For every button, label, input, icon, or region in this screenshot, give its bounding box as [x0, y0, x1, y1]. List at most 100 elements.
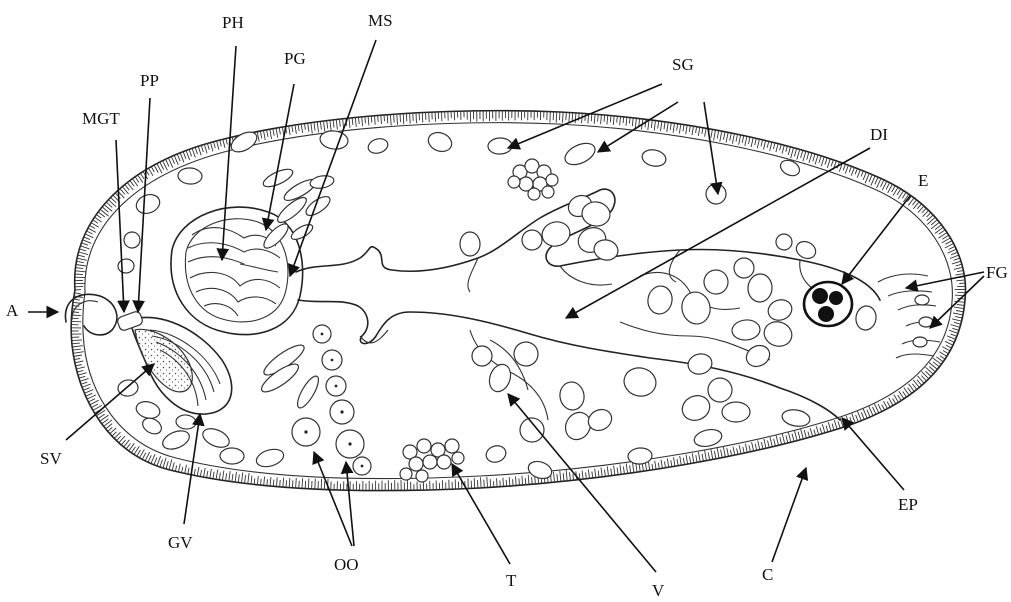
- vitelline-cell: [122, 230, 142, 250]
- cilium: [788, 432, 791, 442]
- cilium: [696, 455, 697, 462]
- cilium: [951, 334, 957, 337]
- vitelline-cell: [519, 227, 545, 253]
- cilium: [108, 427, 113, 431]
- cilium: [130, 181, 134, 187]
- cilium: [365, 117, 366, 124]
- cilium: [371, 116, 372, 123]
- cilium: [84, 390, 93, 394]
- cilium: [257, 132, 259, 142]
- cilium: [717, 131, 719, 139]
- cilium: [949, 330, 958, 333]
- vitelline-cell: [854, 305, 878, 332]
- cilium: [831, 160, 833, 167]
- cilium: [90, 225, 96, 228]
- cilium: [257, 476, 258, 485]
- cilium: [267, 130, 268, 137]
- cilium: [324, 121, 325, 132]
- cilium: [554, 472, 555, 482]
- cilium: [702, 454, 703, 461]
- cilium: [349, 118, 350, 128]
- cilium: [607, 467, 608, 477]
- cilium: [822, 424, 825, 433]
- label-e: E: [918, 171, 928, 190]
- cilium: [761, 140, 763, 147]
- cilium: [604, 115, 605, 122]
- cilium: [295, 125, 296, 134]
- label-ph: PH: [222, 13, 244, 32]
- cilium: [74, 355, 82, 357]
- cilium: [177, 154, 180, 161]
- vitelline-cell: [731, 319, 761, 341]
- cilium: [217, 141, 219, 150]
- cilium: [780, 144, 782, 150]
- cilium: [251, 476, 252, 484]
- cilium: [188, 468, 189, 474]
- cilium: [270, 129, 272, 139]
- cilium: [226, 139, 228, 145]
- cilium: [665, 462, 666, 468]
- cilium: [238, 475, 239, 483]
- cilium: [850, 417, 853, 424]
- label-pp: PP: [140, 71, 159, 90]
- cilium: [730, 133, 732, 141]
- cilium: [80, 246, 89, 249]
- vitelline-cell: [775, 233, 794, 252]
- cilium: [569, 113, 570, 123]
- cilium: [661, 460, 662, 469]
- cilium: [786, 435, 788, 443]
- pharyngeal-glands: [260, 166, 334, 252]
- cilium: [897, 189, 901, 195]
- cilium: [720, 131, 722, 142]
- vitelline-cell: [693, 427, 724, 449]
- vitelline-cell: [510, 338, 542, 370]
- cilium: [887, 402, 890, 407]
- cilium: [286, 480, 287, 487]
- cilium: [737, 448, 738, 454]
- cilium: [516, 476, 517, 485]
- cilium: [292, 481, 293, 488]
- cilium: [183, 152, 186, 159]
- cilium: [78, 255, 85, 257]
- cilium: [301, 124, 302, 133]
- vitelline-cell: [679, 289, 713, 326]
- arrow-gv: [184, 414, 200, 524]
- cilium: [827, 159, 830, 168]
- cilium: [226, 473, 227, 481]
- cilium: [588, 469, 589, 478]
- cilium: [680, 456, 682, 465]
- cilium: [956, 264, 962, 266]
- cilium: [598, 115, 599, 122]
- cilium: [692, 453, 694, 463]
- cilium: [91, 404, 98, 408]
- cilium: [749, 445, 750, 451]
- cilium: [83, 240, 92, 244]
- cilium: [926, 367, 934, 374]
- cilium: [96, 215, 101, 218]
- cilium: [673, 123, 674, 133]
- cilium: [755, 444, 757, 451]
- cilium: [197, 467, 199, 476]
- cilium: [828, 422, 831, 431]
- cilium: [104, 420, 113, 427]
- cilium: [245, 475, 246, 483]
- cilium: [261, 479, 262, 485]
- cilium: [788, 147, 790, 155]
- cilium: [154, 165, 158, 173]
- cilium: [317, 122, 318, 133]
- cilium: [952, 261, 961, 264]
- cilium: [629, 118, 630, 124]
- cilium: [75, 361, 83, 363]
- cilium: [302, 478, 303, 488]
- cilium: [689, 126, 690, 133]
- genital-vesicle: [116, 310, 231, 414]
- arrow-e: [842, 196, 910, 284]
- cilium: [352, 118, 353, 125]
- cilium: [121, 440, 125, 445]
- cilium: [575, 113, 576, 123]
- vitelline-cell: [254, 446, 285, 469]
- cilium: [400, 114, 401, 122]
- cilium: [72, 315, 82, 316]
- cilium: [652, 464, 653, 470]
